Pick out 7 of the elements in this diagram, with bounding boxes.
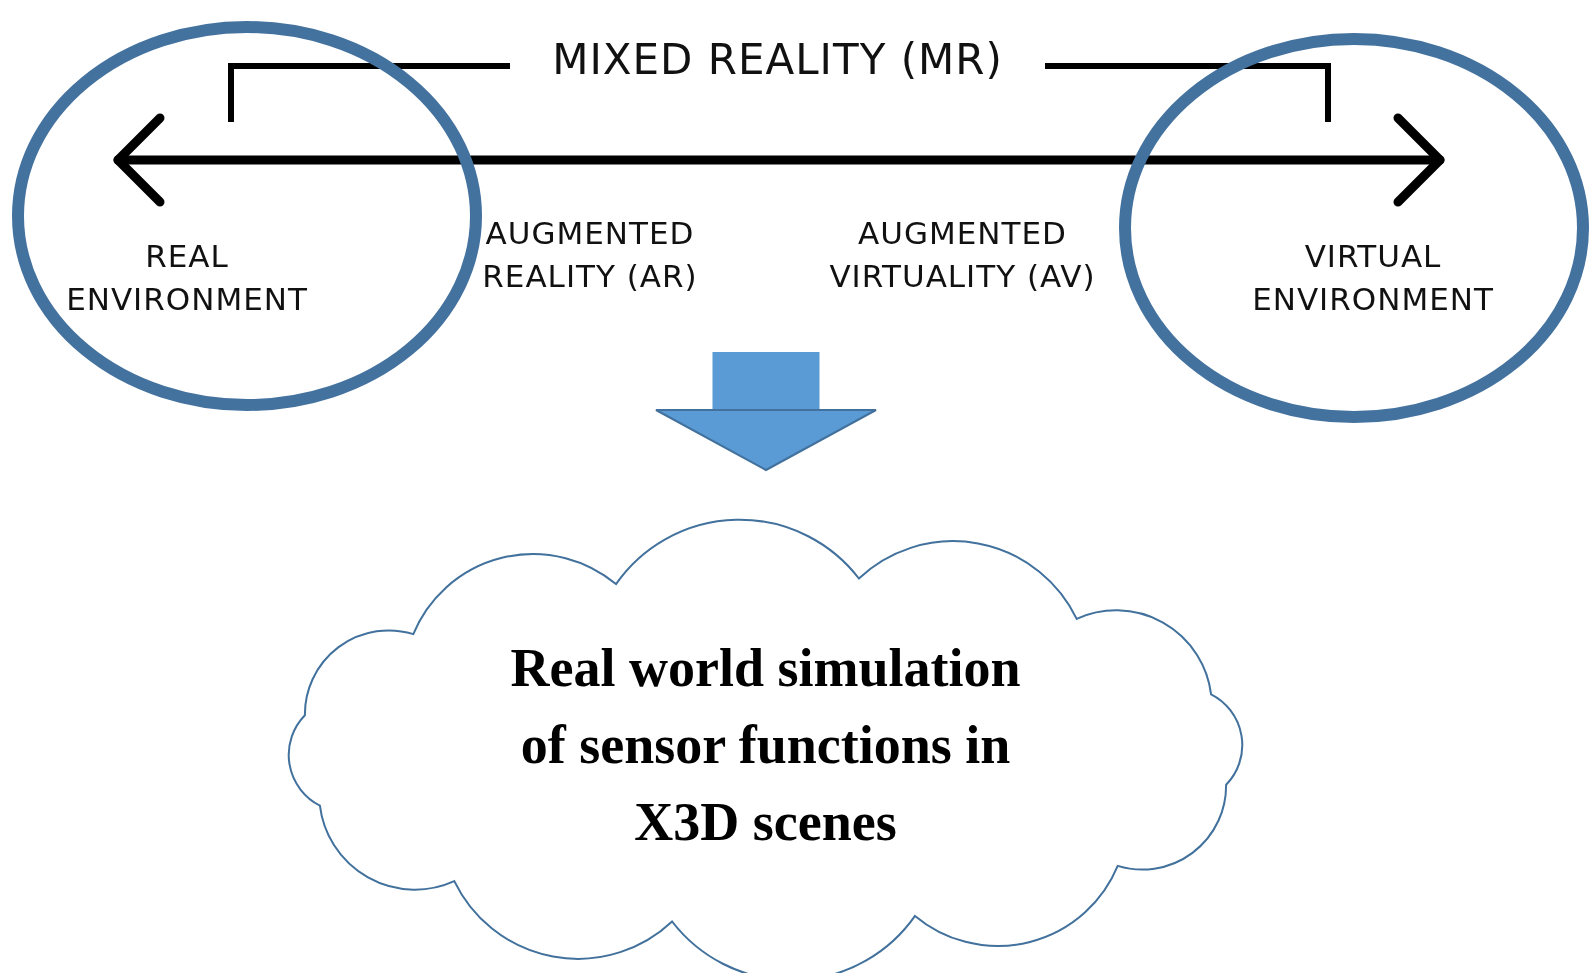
continuum-label: AUGMENTED VIRTUALITY (AV) <box>828 214 1097 296</box>
continuum-label: AUGMENTED REALITY (AR) <box>481 214 699 296</box>
heading-label: MIXED REALITY (MR) <box>551 34 1004 86</box>
block-arrow <box>655 352 877 471</box>
cloud-text: Real world simulation of sensor functions in X3D scenes <box>509 637 1022 854</box>
environment-label: REAL ENVIRONMENT <box>65 237 309 319</box>
environment-label: VIRTUAL ENVIRONMENT <box>1251 237 1495 319</box>
